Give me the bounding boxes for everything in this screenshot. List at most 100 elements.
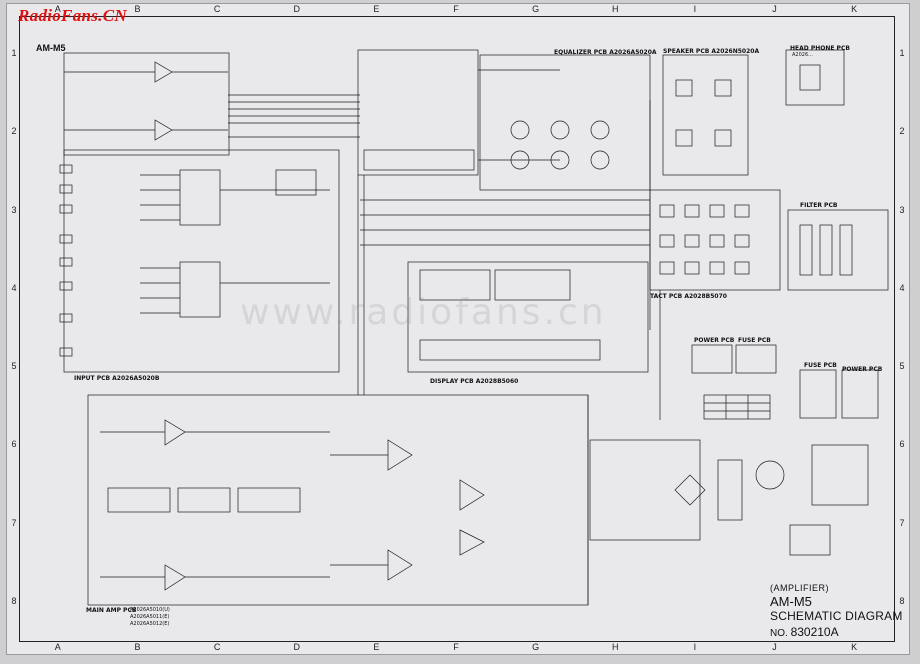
fuse-pcb-2 bbox=[799, 369, 837, 419]
column-marker: C bbox=[213, 642, 221, 652]
drawing-frame bbox=[19, 16, 895, 642]
power-pcb-2-label: POWER PCB bbox=[842, 366, 883, 373]
column-marker: F bbox=[453, 642, 459, 652]
opamp-symbol bbox=[164, 564, 186, 591]
column-marker: I bbox=[693, 4, 697, 14]
title-block-type: (AMPLIFIER) bbox=[770, 583, 830, 593]
row-marker: 1 bbox=[11, 48, 17, 59]
fluorescent-display bbox=[419, 339, 601, 361]
column-marker: B bbox=[134, 4, 141, 14]
filter-block bbox=[787, 209, 889, 291]
main-amp-pcb-number: A2026A5010(U) bbox=[130, 607, 170, 613]
column-marker: I bbox=[693, 642, 697, 652]
equalizer-pcb-label: EQUALIZER PCB A2026A5020A bbox=[554, 49, 657, 56]
title-block-model: AM-M5 bbox=[770, 594, 812, 609]
input-selector-block bbox=[63, 149, 340, 373]
amp-ic bbox=[107, 487, 171, 513]
power-pcb bbox=[691, 344, 733, 374]
fuse-pcb-2-label: FUSE PCB bbox=[804, 362, 837, 369]
headphone-block bbox=[785, 49, 845, 106]
row-marker: 1 bbox=[899, 48, 905, 59]
title-block-no-label: NO. bbox=[770, 628, 788, 639]
fuse-pcb-3 bbox=[789, 524, 831, 556]
input-amp-block bbox=[63, 52, 230, 156]
column-marker: A bbox=[54, 4, 61, 14]
amp-ic bbox=[237, 487, 301, 513]
row-marker: 8 bbox=[11, 595, 17, 606]
transformer bbox=[717, 459, 743, 521]
display-ic bbox=[494, 269, 571, 301]
row-marker: 2 bbox=[899, 126, 905, 137]
row-marker: 6 bbox=[899, 439, 905, 450]
row-marker: 8 bbox=[899, 595, 905, 606]
column-marker: K bbox=[851, 642, 858, 652]
model-label: AM-M5 bbox=[36, 43, 66, 53]
input-jacks bbox=[59, 164, 73, 357]
title-block: (AMPLIFIER) AM-M5 SCHEMATIC DIAGRAM NO. … bbox=[770, 583, 903, 639]
tact-switches bbox=[659, 204, 750, 275]
power-supply-block bbox=[589, 439, 701, 541]
row-marker: 3 bbox=[899, 204, 905, 215]
input-pcb-label: INPUT PCB A2026A5020B bbox=[74, 375, 160, 382]
ic-block bbox=[275, 169, 317, 196]
main-amp-pcb-number: A2026A5012(E) bbox=[130, 621, 170, 627]
row-marker: 3 bbox=[11, 204, 17, 215]
selector-ic bbox=[179, 261, 221, 318]
title-block-title: SCHEMATIC DIAGRAM bbox=[770, 609, 903, 623]
controller-block bbox=[357, 49, 479, 176]
voltage-table bbox=[703, 394, 771, 420]
fuse-pcb-label: FUSE PCB bbox=[738, 337, 771, 344]
column-marker: J bbox=[772, 4, 777, 14]
row-marker: 5 bbox=[11, 361, 17, 372]
row-marker: 4 bbox=[11, 282, 17, 293]
power-amp-symbol bbox=[387, 439, 413, 471]
opamp-symbol bbox=[164, 419, 186, 446]
power-pcb-label: POWER PCB bbox=[694, 337, 735, 344]
schematic-sheet bbox=[6, 3, 910, 655]
column-marker: B bbox=[134, 642, 141, 652]
column-marker: A bbox=[54, 642, 61, 652]
row-marker: 7 bbox=[899, 517, 905, 528]
column-marker: G bbox=[532, 642, 540, 652]
ac-outlet-block bbox=[811, 444, 869, 506]
fuse-pcb bbox=[735, 344, 777, 374]
column-marker: E bbox=[373, 4, 380, 14]
column-marker: H bbox=[612, 642, 619, 652]
column-marker: D bbox=[293, 4, 300, 14]
opamp-symbol bbox=[154, 61, 173, 83]
title-block-no-value: 830210A bbox=[790, 625, 839, 639]
column-marker: J bbox=[772, 642, 777, 652]
title-block-number: NO. 830210A bbox=[770, 625, 903, 639]
row-marker: 4 bbox=[899, 282, 905, 293]
power-amp-symbol bbox=[459, 529, 485, 556]
radiofans-logo: RadioFans.CN bbox=[18, 6, 127, 25]
power-pcb-2 bbox=[841, 369, 879, 419]
speaker-block bbox=[662, 54, 749, 176]
row-marker: 5 bbox=[899, 361, 905, 372]
display-block bbox=[407, 261, 649, 373]
column-marker: K bbox=[851, 4, 858, 14]
power-switch bbox=[755, 460, 785, 490]
headphone-pcb-number: A2026... bbox=[792, 52, 813, 58]
main-amp-pcb-number: A2026A5011(E) bbox=[130, 614, 170, 620]
power-amp-symbol bbox=[459, 479, 485, 511]
column-marker: F bbox=[453, 4, 459, 14]
speaker-pcb-label: SPEAKER PCB A2026N5020A bbox=[663, 48, 760, 55]
controller-ic bbox=[363, 149, 475, 171]
main-amp-block bbox=[87, 394, 589, 606]
filter-pcb-label: FILTER PCB bbox=[800, 202, 838, 209]
row-marker: 2 bbox=[11, 126, 17, 137]
row-marker: 6 bbox=[11, 439, 17, 450]
column-marker: H bbox=[612, 4, 619, 14]
main-amp-pcb-label: MAIN AMP PCB bbox=[86, 607, 137, 614]
selector-ic bbox=[179, 169, 221, 226]
bridge-rectifier bbox=[674, 474, 706, 506]
column-marker: D bbox=[293, 642, 300, 652]
power-amp-symbol bbox=[387, 549, 413, 581]
display-pcb-label: DISPLAY PCB A2028B5060 bbox=[430, 378, 519, 385]
row-marker: 7 bbox=[11, 517, 17, 528]
column-marker: C bbox=[213, 4, 221, 14]
center-watermark: www.radiofans.cn bbox=[240, 292, 607, 333]
opamp-symbol bbox=[154, 119, 173, 141]
